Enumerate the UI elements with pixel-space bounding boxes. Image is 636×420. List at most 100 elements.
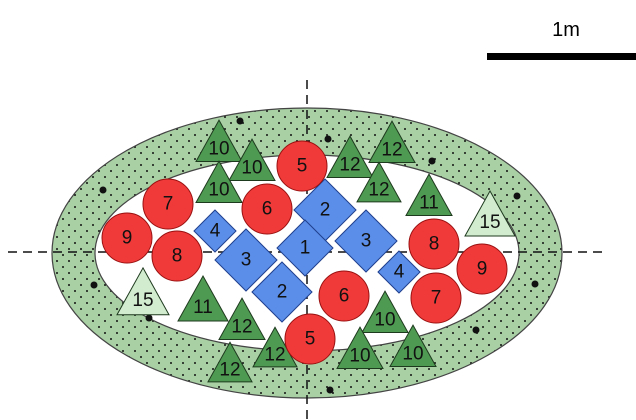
ring-marker-dot xyxy=(90,281,98,289)
plant-diamond: 3 xyxy=(334,209,398,273)
plant-triangle: 10 xyxy=(228,138,276,182)
plant-label: 3 xyxy=(361,231,372,252)
scale-bar: 1m xyxy=(487,19,636,60)
plant-shape xyxy=(214,228,278,292)
plant-shape xyxy=(241,183,293,235)
plant-diamond: 2 xyxy=(251,261,313,323)
plant-shape xyxy=(151,230,203,282)
plant-label: 12 xyxy=(231,317,252,338)
plant-shape xyxy=(276,140,328,192)
plant-circle: 8 xyxy=(151,230,203,282)
scale-bar-label: 1m xyxy=(552,19,580,41)
plant-triangle: 10 xyxy=(336,326,384,370)
plant-shape xyxy=(405,173,453,217)
plant-label: 10 xyxy=(241,158,262,179)
plant-label: 12 xyxy=(368,179,389,200)
plant-triangle: 11 xyxy=(177,274,229,322)
plant-label: 12 xyxy=(339,155,360,176)
plant-shape xyxy=(177,274,229,322)
plant-label: 7 xyxy=(431,288,442,309)
plant-shape xyxy=(251,261,313,323)
ring-marker-dot xyxy=(472,326,480,334)
plant-label: 11 xyxy=(193,297,213,318)
plant-label: 12 xyxy=(264,344,285,365)
plant-label: 15 xyxy=(132,290,153,311)
plant-label: 8 xyxy=(172,246,183,267)
plant-label: 5 xyxy=(297,156,308,177)
plant-diamond: 4 xyxy=(193,209,237,253)
plant-label: 10 xyxy=(349,346,370,367)
plant-triangle: 12 xyxy=(252,326,298,368)
plant-circle: 5 xyxy=(284,313,336,365)
plant-label: 6 xyxy=(262,199,273,220)
plant-label: 2 xyxy=(320,200,331,221)
plant-circle: 9 xyxy=(101,212,153,264)
plant-triangle: 10 xyxy=(195,160,243,204)
plant-circle: 6 xyxy=(318,270,370,322)
ring-marker-dot xyxy=(513,192,521,200)
plant-label: 10 xyxy=(374,310,395,331)
plant-shape xyxy=(142,178,194,230)
plant-label: 10 xyxy=(402,344,423,365)
plant-shape xyxy=(218,297,266,341)
ring-marker-dot xyxy=(236,117,244,125)
plant-triangle: 15 xyxy=(464,189,516,237)
plant-shape xyxy=(284,313,336,365)
plant-label: 7 xyxy=(163,194,174,215)
plant-shape xyxy=(356,161,402,203)
plant-circle: 5 xyxy=(276,140,328,192)
plant-label: 9 xyxy=(477,259,488,280)
plant-shape xyxy=(334,209,398,273)
ring-marker-dot xyxy=(531,280,539,288)
plant-triangle: 12 xyxy=(326,135,374,179)
plant-label: 4 xyxy=(394,262,405,283)
plant-label: 15 xyxy=(479,212,500,233)
plant-diamond: 3 xyxy=(214,228,278,292)
plant-shape xyxy=(326,135,374,179)
plant-diamond: 1 xyxy=(276,219,334,277)
plant-shape xyxy=(408,218,460,270)
plant-triangle: 10 xyxy=(389,324,437,368)
plant-diamond: 4 xyxy=(377,250,421,294)
plant-triangle: 12 xyxy=(368,120,416,164)
plant-triangle: 10 xyxy=(361,290,409,334)
plant-shape xyxy=(377,250,421,294)
plant-shape xyxy=(276,219,334,277)
plant-label: 1 xyxy=(300,238,311,259)
plant-label: 6 xyxy=(339,286,350,307)
plant-label: 10 xyxy=(208,139,229,160)
plant-shape xyxy=(228,138,276,182)
ring-marker-dot xyxy=(145,314,153,322)
plant-circle: 7 xyxy=(142,178,194,230)
plant-shape xyxy=(410,272,462,324)
ring-marker-dot xyxy=(99,186,107,194)
plant-label: 5 xyxy=(305,329,316,350)
plant-label: 2 xyxy=(277,282,288,303)
plant-circle: 6 xyxy=(241,183,293,235)
ring-marker-dot xyxy=(324,135,332,143)
plant-triangle: 15 xyxy=(116,266,170,316)
plant-triangle: 10 xyxy=(195,119,243,163)
plant-shape xyxy=(389,324,437,368)
plant-shape xyxy=(193,209,237,253)
plant-label: 4 xyxy=(210,221,221,242)
plant-label: 12 xyxy=(219,359,240,380)
plant-shape xyxy=(195,160,243,204)
plant-shape xyxy=(207,341,253,383)
plant-shape xyxy=(456,243,508,295)
scale-bar-line xyxy=(487,53,636,60)
plant-label: 10 xyxy=(208,180,229,201)
plant-circle: 8 xyxy=(408,218,460,270)
plant-label: 12 xyxy=(381,140,402,161)
plant-label: 11 xyxy=(419,193,439,214)
plant-shape xyxy=(361,290,409,334)
plant-shape xyxy=(464,189,516,237)
plant-triangle: 12 xyxy=(356,161,402,203)
plant-shape xyxy=(336,326,384,370)
plant-shape xyxy=(318,270,370,322)
plant-label: 3 xyxy=(241,250,252,271)
plant-triangle: 12 xyxy=(207,341,253,383)
plant-shape xyxy=(368,120,416,164)
